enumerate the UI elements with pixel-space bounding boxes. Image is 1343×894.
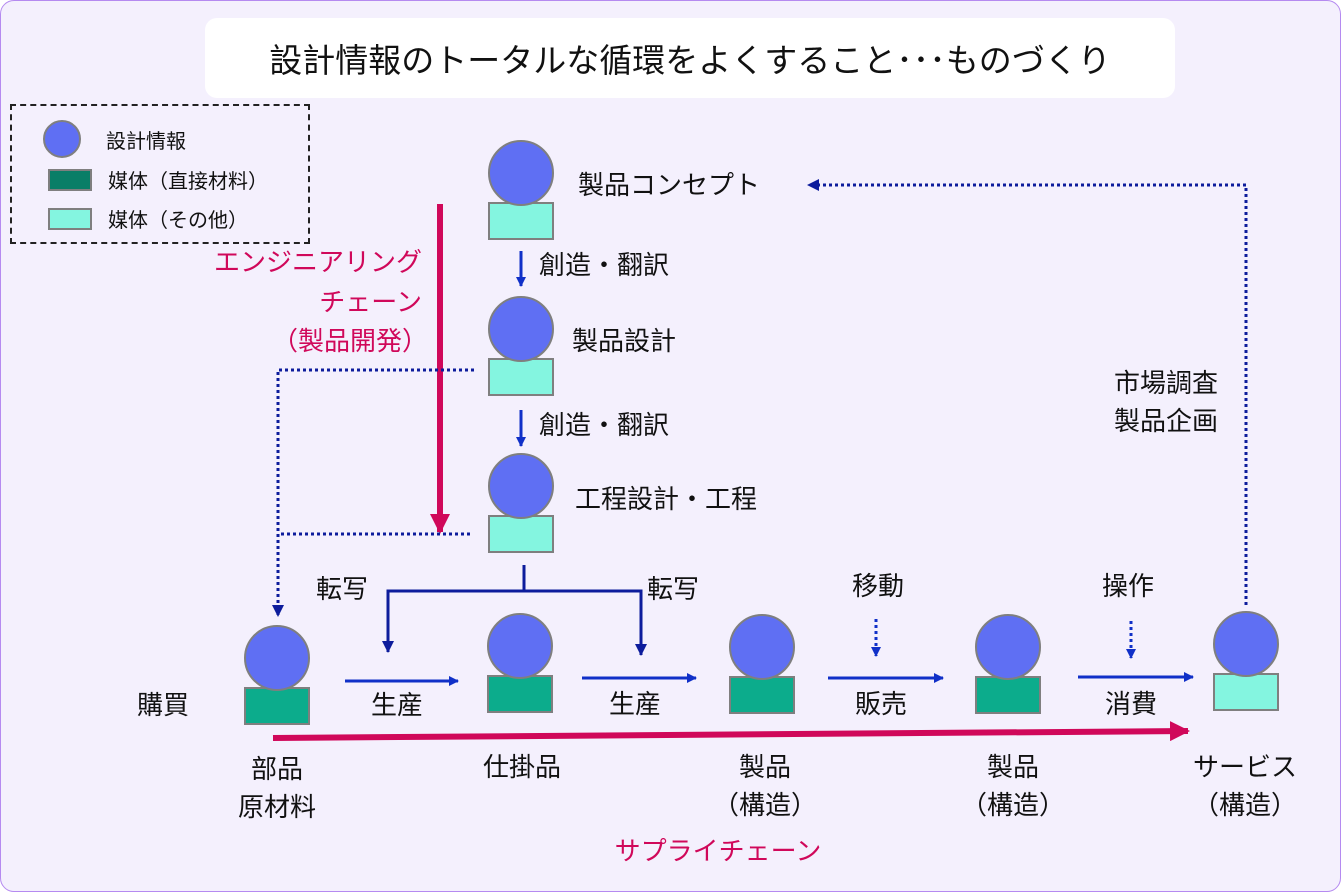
- legend-label: 設計情報: [106, 128, 186, 153]
- node-label-service-structure: （構造）: [1192, 791, 1298, 821]
- horizontal-node-0-media-rect: [244, 687, 310, 725]
- vertical-node-2-media-rect: [488, 515, 554, 553]
- node-label-product-2: 製品: [986, 753, 1040, 783]
- step-label-operate: 操作: [1101, 572, 1155, 602]
- horizontal-node-4-design-info-circle: [1213, 611, 1279, 677]
- media-other-rect-icon: [48, 207, 92, 230]
- step-label-create-translate-1: 創造・翻訳: [539, 251, 670, 281]
- node-label-product-1-structure: （構造）: [712, 791, 818, 821]
- step-label-consumption: 消費: [1104, 690, 1158, 720]
- horizontal-node-3-media-rect: [975, 676, 1041, 714]
- transfer-label-left: 転写: [316, 575, 369, 605]
- node-label-wip: 仕掛品: [482, 753, 562, 783]
- horizontal-node-1-media-rect: [487, 675, 553, 713]
- step-label-production-1: 生産: [370, 691, 424, 721]
- node-label-product-1: 製品: [738, 753, 792, 783]
- transfer-arrow-right: [524, 589, 647, 656]
- purchase-label: 購買: [137, 691, 190, 721]
- step-label-create-translate-2: 創造・翻訳: [539, 411, 670, 441]
- node-label-service: サービス: [1192, 753, 1298, 783]
- dotted-link-product-design-to-parts: [272, 368, 474, 617]
- legend-item-media-direct: 媒体（直接材料）: [48, 165, 268, 194]
- legend-item-media-other: 媒体（その他）: [48, 204, 248, 233]
- horizontal-node-3-design-info-circle: [975, 614, 1041, 680]
- vertical-node-2-design-info-circle: [488, 453, 554, 519]
- legend-label: 媒体（直接材料）: [108, 169, 268, 193]
- horizontal-node-1-design-info-circle: [487, 613, 553, 679]
- design-info-circle-icon: [43, 120, 81, 158]
- node-label-product-2-structure: （構造）: [960, 791, 1066, 821]
- transfer-arrow-left: [382, 589, 524, 653]
- node-label-raw-materials: 原材料: [237, 793, 317, 823]
- vertical-node-0-design-info-circle: [488, 140, 554, 206]
- engineering-chain-label-1: エンジニアリング: [213, 248, 422, 278]
- step-label-move: 移動: [851, 572, 905, 602]
- node-label-parts: 部品: [250, 755, 304, 785]
- legend-item-design-info: 設計情報: [34, 120, 186, 158]
- legend: 設計情報 媒体（直接材料） 媒体（その他）: [10, 104, 310, 244]
- vertical-node-1-media-rect: [488, 358, 554, 396]
- node-label-process-design: 工程設計・工程: [575, 485, 758, 515]
- node-label-product-concept: 製品コンセプト: [578, 171, 761, 201]
- engineering-chain-label-3: （製品開発）: [271, 327, 428, 357]
- vertical-node-0-media-rect: [488, 202, 554, 240]
- dotted-feedback-service-to-concept: [807, 179, 1248, 605]
- transfer-label-right: 転写: [647, 575, 700, 605]
- feedback-label-product-planning: 製品企画: [1113, 407, 1219, 437]
- step-label-sales: 販売: [854, 690, 908, 720]
- legend-label: 媒体（その他）: [108, 208, 248, 232]
- engineering-chain-label-2: チェーン: [319, 288, 422, 318]
- supply-chain-label: サプライチェーン: [614, 837, 822, 867]
- step-label-production-2: 生産: [608, 690, 662, 720]
- media-direct-rect-icon: [48, 168, 92, 191]
- feedback-label-market-research: 市場調査: [1113, 369, 1219, 399]
- horizontal-node-2-design-info-circle: [729, 614, 795, 680]
- horizontal-node-4-media-rect: [1213, 673, 1279, 711]
- supply-chain-arrow: [272, 721, 1190, 742]
- page-title: 設計情報のトータルな循環をよくすること･･･ものづくり: [205, 18, 1175, 98]
- vertical-node-1-design-info-circle: [488, 296, 554, 362]
- horizontal-node-0-design-info-circle: [244, 625, 310, 691]
- horizontal-node-2-media-rect: [729, 676, 795, 714]
- node-label-product-design: 製品設計: [572, 327, 677, 357]
